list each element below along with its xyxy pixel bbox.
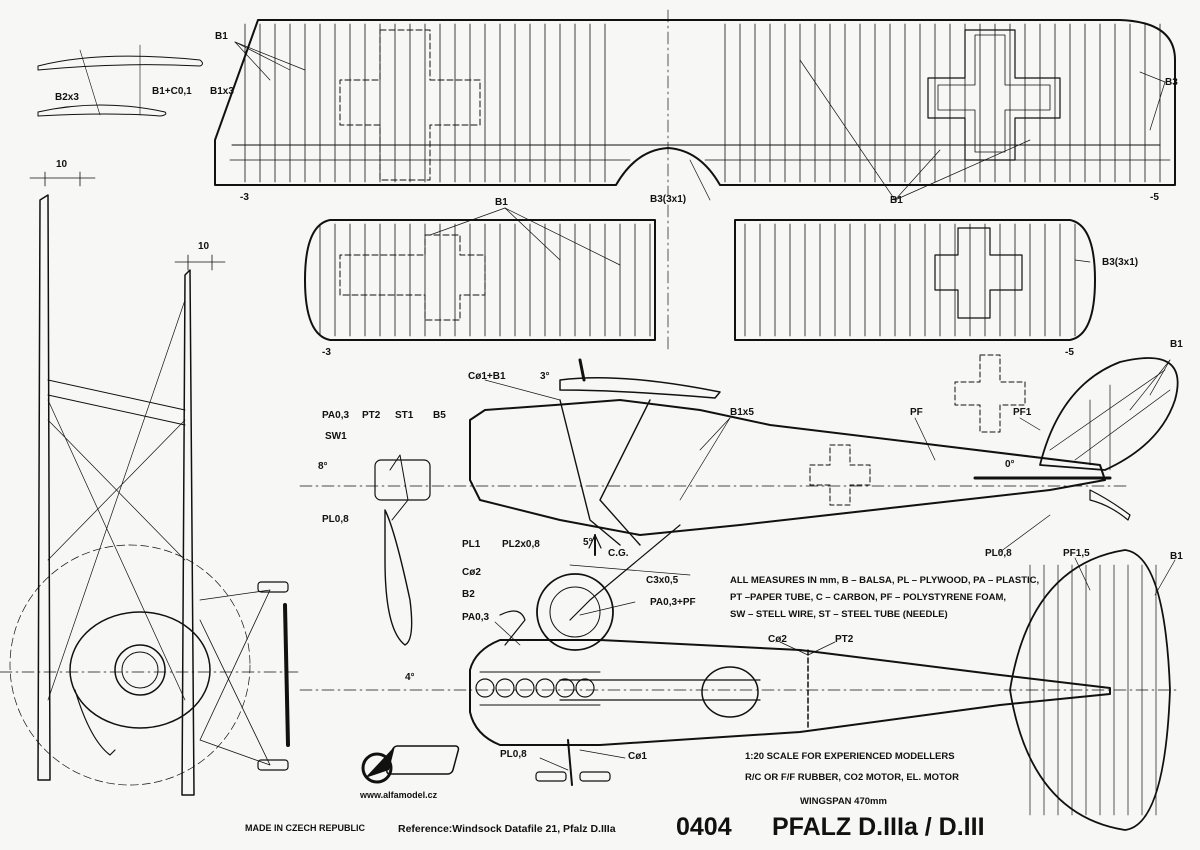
label-pt2: PT2 [362, 410, 381, 421]
label-sw1: SW1 [325, 431, 347, 442]
label-pl08-gear: PL0,8 [500, 749, 527, 760]
label-pa03: PA0,3 [322, 410, 350, 421]
label-angle-5: 5° [583, 537, 593, 548]
label-c02-top-view: Cø2 [768, 634, 787, 645]
label-pf: PF [910, 407, 923, 418]
label-angle-3: 3° [540, 371, 550, 382]
label-pa03-top-view: PA0,3 [462, 612, 490, 623]
label-bottom-wing-minus3: -3 [322, 347, 331, 358]
label-dim-10-b: 10 [198, 241, 210, 252]
label-c02-prop: Cø2 [462, 567, 481, 578]
airfoil-sketch [38, 45, 203, 116]
notes-measures-line-1: ALL MEASURES IN mm, B – BALSA, PL – PLYW… [730, 575, 1040, 586]
label-b1-top-wing: B1 [890, 195, 903, 206]
label-pl08-tail: PL0,8 [985, 548, 1012, 559]
notes-measures-line-3: SW – STELL WIRE, ST – STEEL TUBE (NEEDLE… [730, 609, 948, 620]
label-bottom-wing-minus5: -5 [1065, 347, 1074, 358]
leader-lines [235, 42, 1175, 770]
label-b3-3x1-bottom: B3(3x1) [1102, 257, 1139, 268]
label-b2: B2 [462, 589, 475, 600]
label-b1-fin: B1 [1170, 339, 1183, 350]
label-pt2-top-view: PT2 [835, 634, 854, 645]
label-b1-top-left: B1 [215, 31, 228, 42]
label-b1x5: B1x5 [730, 407, 754, 418]
notes-measures-line-2: PT –PAPER TUBE, C – CARBON, PF – POLYSTY… [730, 592, 1007, 603]
label-b3-3x1-top: B3(3x1) [650, 194, 687, 205]
label-b1-c01: B1+C0,1 [152, 86, 192, 97]
model-name: PFALZ D.IIIa / D.III [772, 813, 985, 841]
notes-power: R/C OR F/F RUBBER, CO2 MOTOR, EL. MOTOR [745, 772, 959, 783]
fuselage-top-view-drawing [300, 550, 1180, 830]
label-c01-gear: Cø1 [628, 751, 647, 762]
label-angle-4: 4° [405, 672, 415, 683]
alfa-model-url: www.alfamodel.cz [360, 790, 438, 800]
label-pf1: PF1 [1013, 407, 1032, 418]
front-view-drawing [0, 172, 300, 795]
alfa-model-logo [355, 740, 465, 788]
label-angle-0: 0° [1005, 459, 1015, 470]
label-b1-bottom-wing: B1 [495, 197, 508, 208]
bottom-wing-drawing [305, 205, 1095, 350]
model-number: 0404 [676, 813, 732, 841]
label-angle-8: 8° [318, 461, 328, 472]
label-b1-tail: B1 [1170, 551, 1183, 562]
side-view-drawing [300, 358, 1178, 650]
label-pl2x08: PL2x0,8 [502, 539, 540, 550]
notes-wingspan: WINGSPAN 470mm [800, 796, 887, 807]
label-dim-10-a: 10 [56, 159, 68, 170]
label-pl08-prop: PL0,8 [322, 514, 349, 525]
label-b5: B5 [433, 410, 446, 421]
label-b3: B3 [1165, 77, 1178, 88]
label-b2x3: B2x3 [55, 92, 79, 103]
label-pa03-pf: PA0,3+PF [650, 597, 696, 608]
label-top-wing-minus3: -3 [240, 192, 249, 203]
notes-scale: 1:20 SCALE FOR EXPERIENCED MODELLERS [745, 751, 955, 762]
made-in: MADE IN CZECH REPUBLIC [245, 823, 366, 833]
label-cg: C.G. [608, 548, 629, 559]
cross-insignia-drawing [955, 355, 1025, 432]
reference: Reference:Windsock Datafile 21, Pfalz D.… [398, 823, 616, 835]
label-st1: ST1 [395, 410, 414, 421]
label-c3x05: C3x0,5 [646, 575, 679, 586]
label-top-wing-minus5: -5 [1150, 192, 1159, 203]
label-pl1: PL1 [462, 539, 481, 550]
label-b1x3: B1x3 [210, 86, 234, 97]
label-pf15: PF1,5 [1063, 548, 1090, 559]
top-wing-drawing [215, 10, 1175, 195]
label-c01-b1: Cø1+B1 [468, 371, 506, 382]
